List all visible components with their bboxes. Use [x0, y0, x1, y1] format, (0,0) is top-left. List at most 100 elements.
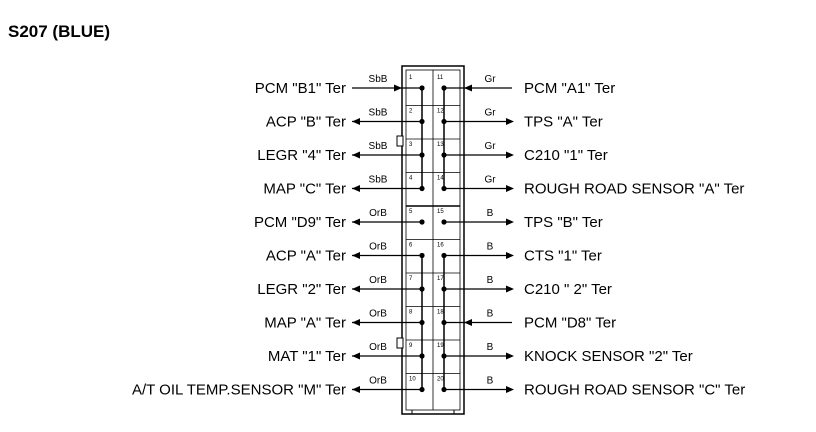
pin-number: 2: [409, 109, 413, 115]
pin-dot: [419, 185, 425, 192]
pin-dot: [441, 85, 447, 91]
pin-number: 19: [437, 343, 444, 349]
pin-number: 4: [409, 176, 413, 182]
wire-color-label: Gr: [484, 175, 496, 186]
pin-number: 14: [437, 176, 444, 182]
wire-color-label: B: [487, 208, 494, 219]
arrow-head: [352, 285, 360, 293]
pin-dot: [419, 386, 425, 393]
connector-latch-upper: [396, 135, 404, 147]
pin-number: 7: [409, 276, 413, 282]
arrow-head: [506, 352, 514, 360]
arrow-head: [352, 151, 360, 159]
terminal-label: PCM "D9" Ter: [254, 214, 346, 231]
pin-number: 8: [409, 310, 413, 316]
pin-dot: [419, 85, 425, 91]
wire-color-label: B: [487, 376, 494, 387]
arrow-head: [506, 386, 514, 393]
pin-dot: [419, 319, 425, 326]
wire-color-label: OrB: [369, 208, 387, 219]
pin-dot: [441, 152, 447, 158]
arrow-head: [506, 218, 514, 226]
pin-number: 1: [409, 75, 413, 81]
pin-dot: [441, 386, 447, 393]
pin-dot: [419, 252, 425, 259]
arrow-head: [352, 319, 360, 326]
pin-number: 9: [409, 343, 413, 349]
terminal-label: TPS "A" Ter: [524, 114, 603, 131]
pin-number: 16: [437, 243, 444, 249]
connector-latch-lower: [396, 337, 404, 349]
wire-color-label: SbB: [369, 108, 388, 119]
wire-color-label: Gr: [484, 141, 496, 152]
arrow-head: [506, 118, 514, 125]
wire-color-label: OrB: [369, 275, 387, 286]
arrow-head: [506, 252, 514, 259]
terminal-label: PCM "A1" Ter: [524, 80, 615, 97]
pin-number: 3: [409, 142, 413, 148]
arrow-head: [352, 118, 360, 125]
wire-color-label: OrB: [369, 376, 387, 387]
pin-number: 15: [437, 209, 444, 215]
wire-color-label: OrB: [369, 309, 387, 320]
wire-color-label: SbB: [369, 175, 388, 186]
pin-number: 17: [437, 276, 444, 282]
terminal-label: LEGR "4" Ter: [257, 147, 346, 164]
wire-color-label: SbB: [369, 74, 388, 85]
wire-color-label: B: [487, 242, 494, 253]
pin-number: 18: [437, 310, 444, 316]
connector-housing: [401, 65, 465, 415]
terminal-label: C210 "1" Ter: [524, 147, 608, 164]
pin-dot: [419, 219, 425, 225]
pin-dot: [419, 152, 425, 158]
terminal-label: TPS "B" Ter: [524, 214, 603, 231]
arrow-head: [352, 352, 360, 360]
terminal-label: PCM "D8" Ter: [524, 315, 616, 332]
page-title: S207 (BLUE): [8, 22, 111, 41]
terminal-label: MAP "A" Ter: [264, 315, 346, 332]
terminal-label: KNOCK SENSOR "2" Ter: [524, 348, 693, 365]
wire-color-label: B: [487, 309, 494, 320]
arrow-head: [352, 252, 360, 259]
terminal-label: ROUGH ROAD SENSOR "C" Ter: [524, 382, 745, 399]
wire-color-label: OrB: [369, 242, 387, 253]
arrow-head: [352, 185, 360, 192]
terminal-label: A/T OIL TEMP.SENSOR "M" Ter: [132, 382, 346, 399]
wire-color-label: SbB: [369, 141, 388, 152]
arrow-head: [394, 84, 402, 92]
terminal-label: C210 " 2" Ter: [524, 281, 612, 298]
pin-dot: [441, 286, 447, 292]
wire-color-label: Gr: [484, 74, 496, 85]
wire-color-label: OrB: [369, 342, 387, 353]
pin-number: 12: [437, 109, 444, 115]
terminal-label: MAP "C" Ter: [263, 181, 346, 198]
terminal-label: PCM "B1" Ter: [255, 80, 346, 97]
terminal-label: ACP "B" Ter: [266, 114, 346, 131]
pin-dot: [441, 219, 447, 225]
terminal-label: MAT "1" Ter: [268, 348, 346, 365]
pin-dot: [441, 319, 447, 326]
arrow-head: [506, 151, 514, 159]
terminal-label: ACP "A" Ter: [266, 248, 346, 265]
pin-dot: [441, 353, 447, 359]
arrow-head: [352, 218, 360, 226]
arrow-head: [506, 185, 514, 192]
pin-dot: [419, 286, 425, 292]
wire-color-label: B: [487, 275, 494, 286]
terminal-label: CTS "1" Ter: [524, 248, 602, 265]
arrow-head: [464, 84, 472, 92]
pin-dot: [419, 353, 425, 359]
pin-number: 13: [437, 142, 444, 148]
pin-number: 10: [409, 377, 416, 383]
pin-number: 20: [437, 377, 444, 383]
arrow-head: [352, 386, 360, 393]
pin-dot: [419, 118, 425, 125]
pin-dot: [441, 252, 447, 259]
pin-number: 11: [437, 75, 444, 81]
pin-dot: [441, 185, 447, 192]
arrow-head: [464, 319, 472, 326]
wire-color-label: Gr: [484, 108, 496, 119]
arrow-head: [506, 285, 514, 293]
pin-number: 5: [409, 209, 413, 215]
